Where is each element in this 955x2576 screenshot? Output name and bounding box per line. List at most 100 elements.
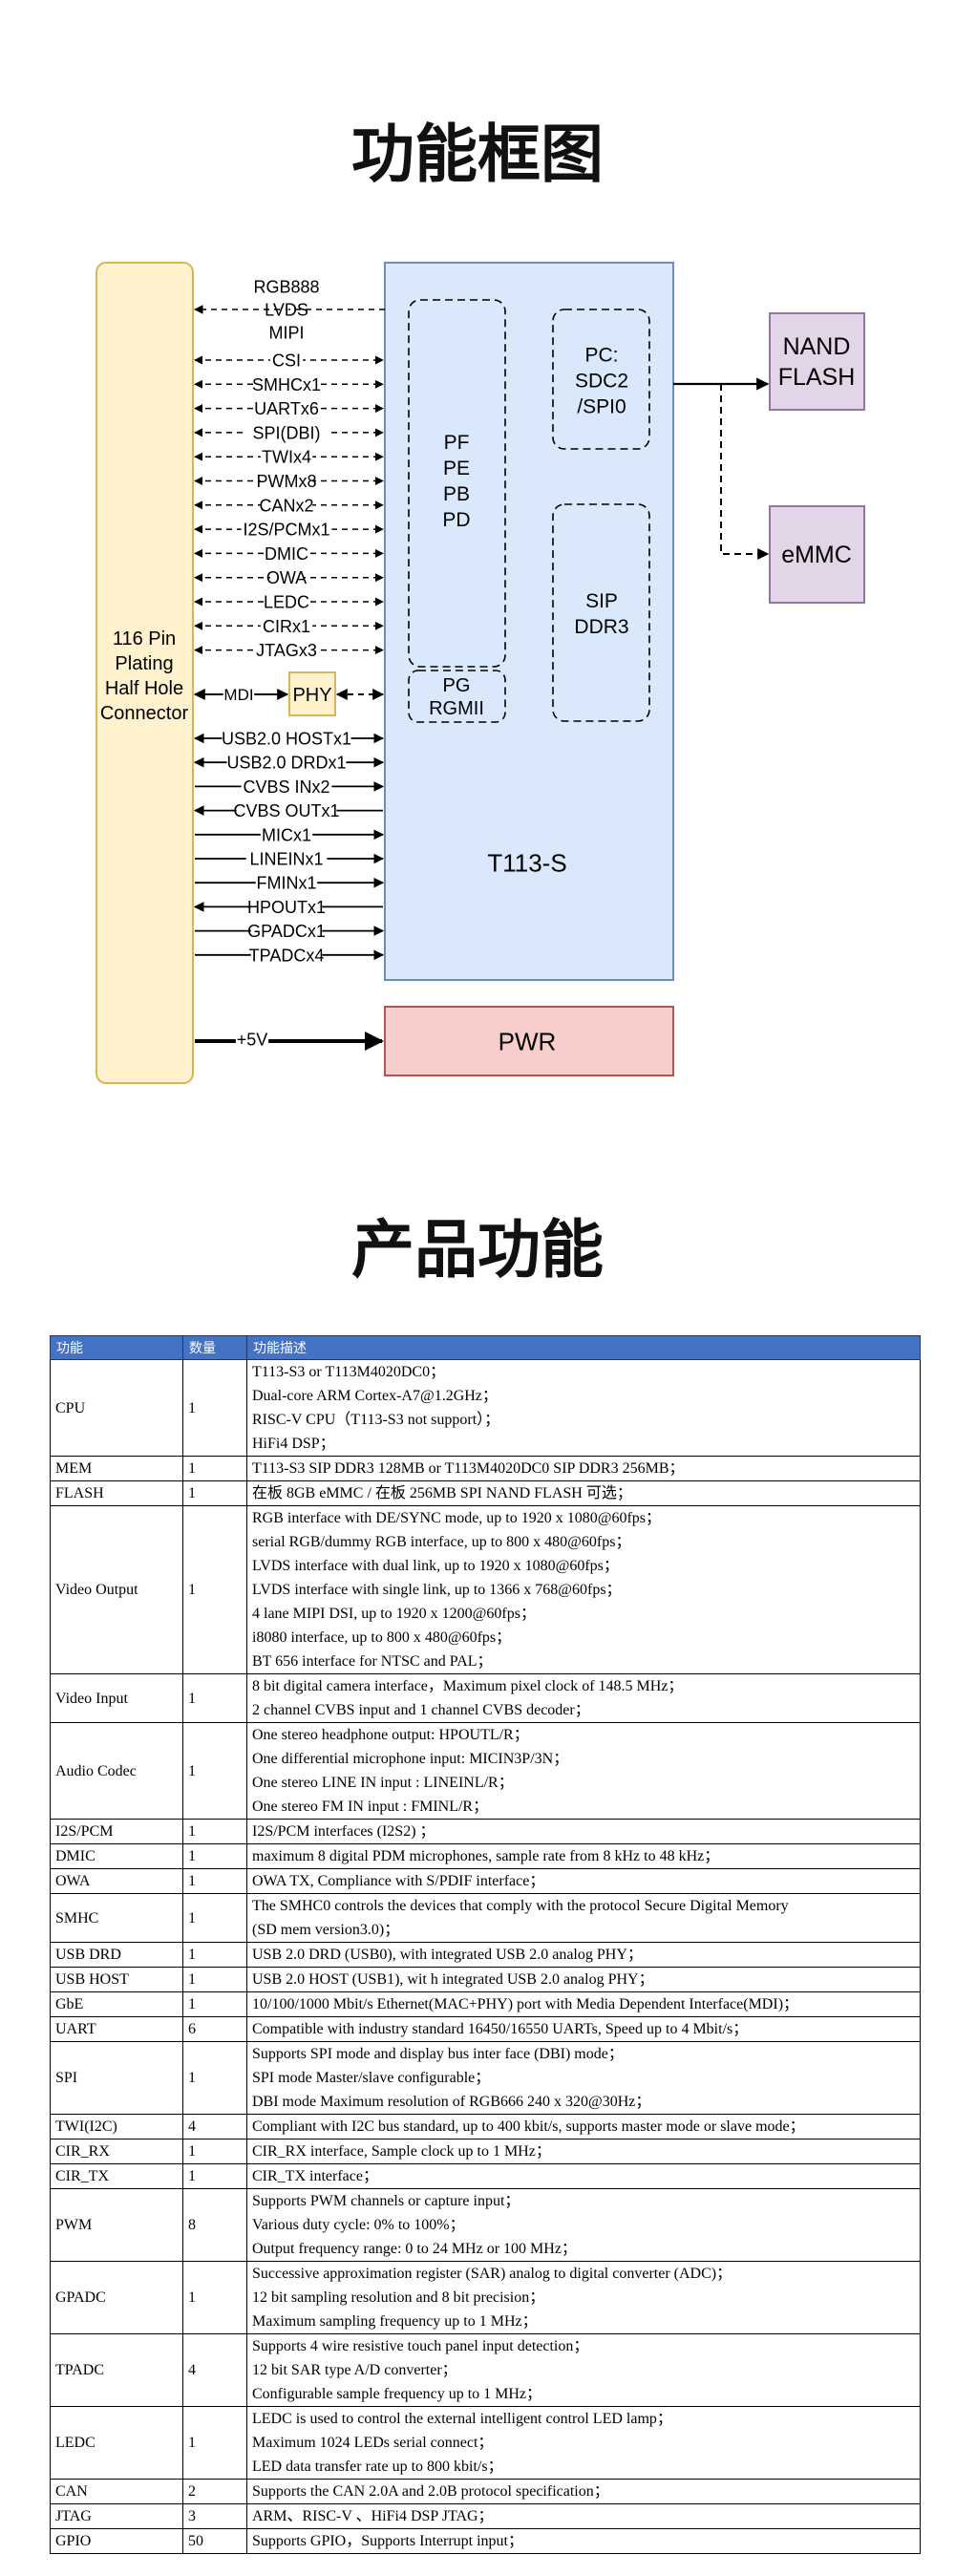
signal-dashed-label: SMHCx1 (252, 375, 321, 394)
pc-group-box (552, 309, 650, 450)
description-line: OWA TX, Compliance with S/PDIF interface… (252, 1873, 545, 1889)
signal-solid-label-bg (245, 847, 328, 870)
row-description: CIR_TX interface； (246, 2163, 921, 2189)
row-quantity: 1 (182, 2261, 247, 2334)
description-line: ARM、RISC-V 、HiFi4 DSP JTAG； (252, 2508, 494, 2524)
description-line: RISC-V CPU（T113-S3 not support）； (252, 1412, 500, 1428)
signal-solid-label-bg (250, 920, 323, 942)
row-description: T113-S3 SIP DDR3 128MB or T113M4020DC0 S… (246, 1456, 921, 1481)
pwr-box (384, 1006, 674, 1076)
description-line: I2S/PCM interfaces (I2S2) ； (252, 1823, 435, 1840)
row-function-name: TPADC (50, 2333, 183, 2407)
row-function-name: SMHC (50, 1893, 183, 1943)
plus5v-label: +5V (237, 1030, 268, 1049)
signal-solid-label-bg (236, 799, 337, 821)
row-function-name: DMIC (50, 1843, 183, 1869)
description-line: Supports SPI mode and display bus inter … (252, 2046, 624, 2062)
signal-solid-label: USB2.0 HOSTx1 (222, 729, 351, 748)
emmc-arrow (720, 384, 770, 560)
description-line: 12 bit sampling resolution and 8 bit pre… (252, 2289, 545, 2306)
plus5v-label-bg (235, 1028, 269, 1051)
row-function-name: CIR_TX (50, 2163, 183, 2189)
row-description: 10/100/1000 Mbit/s Ethernet(MAC+PHY) por… (246, 1991, 921, 2017)
description-line: LVDS interface with single link, up to 1… (252, 1582, 622, 1598)
signal-dashed-label: CANx2 (259, 496, 313, 515)
description-line: DBI mode Maximum resolution of RGB666 24… (252, 2094, 651, 2110)
row-quantity: 50 (182, 2528, 247, 2554)
row-description: The SMHC0 controls the devices that comp… (246, 1893, 921, 1943)
description-line: One differential microphone input: MICIN… (252, 1751, 569, 1767)
emmc-label: eMMC (781, 542, 852, 568)
row-quantity: 8 (182, 2188, 247, 2262)
row-description: Supports SPI mode and display bus inter … (246, 2041, 921, 2115)
connector-box (96, 262, 194, 1084)
row-description: Compliant with I2C bus standard, up to 4… (246, 2114, 921, 2140)
row-quantity: 1 (182, 1893, 247, 1943)
description-line: Maximum sampling frequency up to 1 MHz； (252, 2313, 538, 2330)
row-quantity: 4 (182, 2333, 247, 2407)
row-function-name: Video Input (50, 1673, 183, 1723)
row-function-name: MEM (50, 1456, 183, 1481)
signal-solid-label-bg (241, 776, 332, 798)
row-quantity: 1 (182, 2163, 247, 2189)
signal-solid-label: CVBS INx2 (243, 777, 329, 797)
row-description: Successive approximation register (SAR) … (246, 2261, 921, 2334)
row-description: ARM、RISC-V 、HiFi4 DSP JTAG； (246, 2503, 921, 2529)
row-function-name: JTAG (50, 2503, 183, 2529)
description-line: USB 2.0 HOST (USB1), wit h integrated US… (252, 1971, 654, 1988)
signal-solid-label: MICx1 (262, 825, 311, 844)
signal-dashed-label: JTAGx3 (256, 641, 317, 660)
description-line: CIR_TX interface； (252, 2168, 378, 2184)
row-description: Supports GPIO，Supports Interrupt input； (246, 2528, 921, 2554)
row-quantity: 2 (182, 2479, 247, 2504)
row-quantity: 1 (182, 1967, 247, 1992)
row-quantity: 1 (182, 1505, 247, 1674)
signal-solid-label-bg (222, 727, 351, 750)
description-line: RGB interface with DE/SYNC mode, up to 1… (252, 1510, 662, 1526)
row-function-name: TWI(I2C) (50, 2114, 183, 2140)
pg-group-box (408, 670, 506, 723)
description-line: 12 bit SAR type A/D converter； (252, 2362, 457, 2378)
row-quantity: 1 (182, 1480, 247, 1506)
row-function-name: USB HOST (50, 1967, 183, 1992)
description-line: BT 656 interface for NTSC and PAL； (252, 1653, 493, 1670)
signal-solid-label-bg (260, 823, 313, 845)
signal-dashed-label: I2S/PCMx1 (243, 521, 329, 540)
description-line: Configurable sample frequency up to 1 MH… (252, 2386, 542, 2402)
description-line: LEDC is used to control the external int… (252, 2411, 672, 2427)
row-description: CIR_RX interface, Sample clock up to 1 M… (246, 2139, 921, 2164)
sip-group-box (552, 503, 650, 722)
emmc-box (769, 505, 865, 604)
row-function-name: GPADC (50, 2261, 183, 2334)
description-line: Maximum 1024 LEDs serial connect； (252, 2435, 494, 2451)
row-quantity: 1 (182, 1819, 247, 1844)
signal-dashed-label-bg (241, 518, 332, 541)
row-quantity: 1 (182, 2406, 247, 2480)
header-description: 功能描述 (246, 1335, 921, 1360)
signal-dashed-label-bg (265, 590, 308, 613)
block-diagram-title: 功能框图 (351, 117, 604, 191)
product-features-title: 产品功能 (351, 1213, 604, 1287)
signal-dashed-label-bg (269, 349, 304, 372)
description-line: serial RGB/dummy RGB interface, up to 80… (252, 1534, 631, 1550)
row-description: Supports 4 wire resistive touch panel in… (246, 2333, 921, 2407)
row-function-name: USB DRD (50, 1942, 183, 1968)
row-description: OWA TX, Compliance with S/PDIF interface… (246, 1868, 921, 1894)
description-line: LED data transfer rate up to 800 kbit/s； (252, 2459, 503, 2475)
signal-solid-label: FMINx1 (257, 874, 317, 893)
chip-box (384, 262, 674, 981)
signal-solid-label-bg (255, 872, 318, 894)
